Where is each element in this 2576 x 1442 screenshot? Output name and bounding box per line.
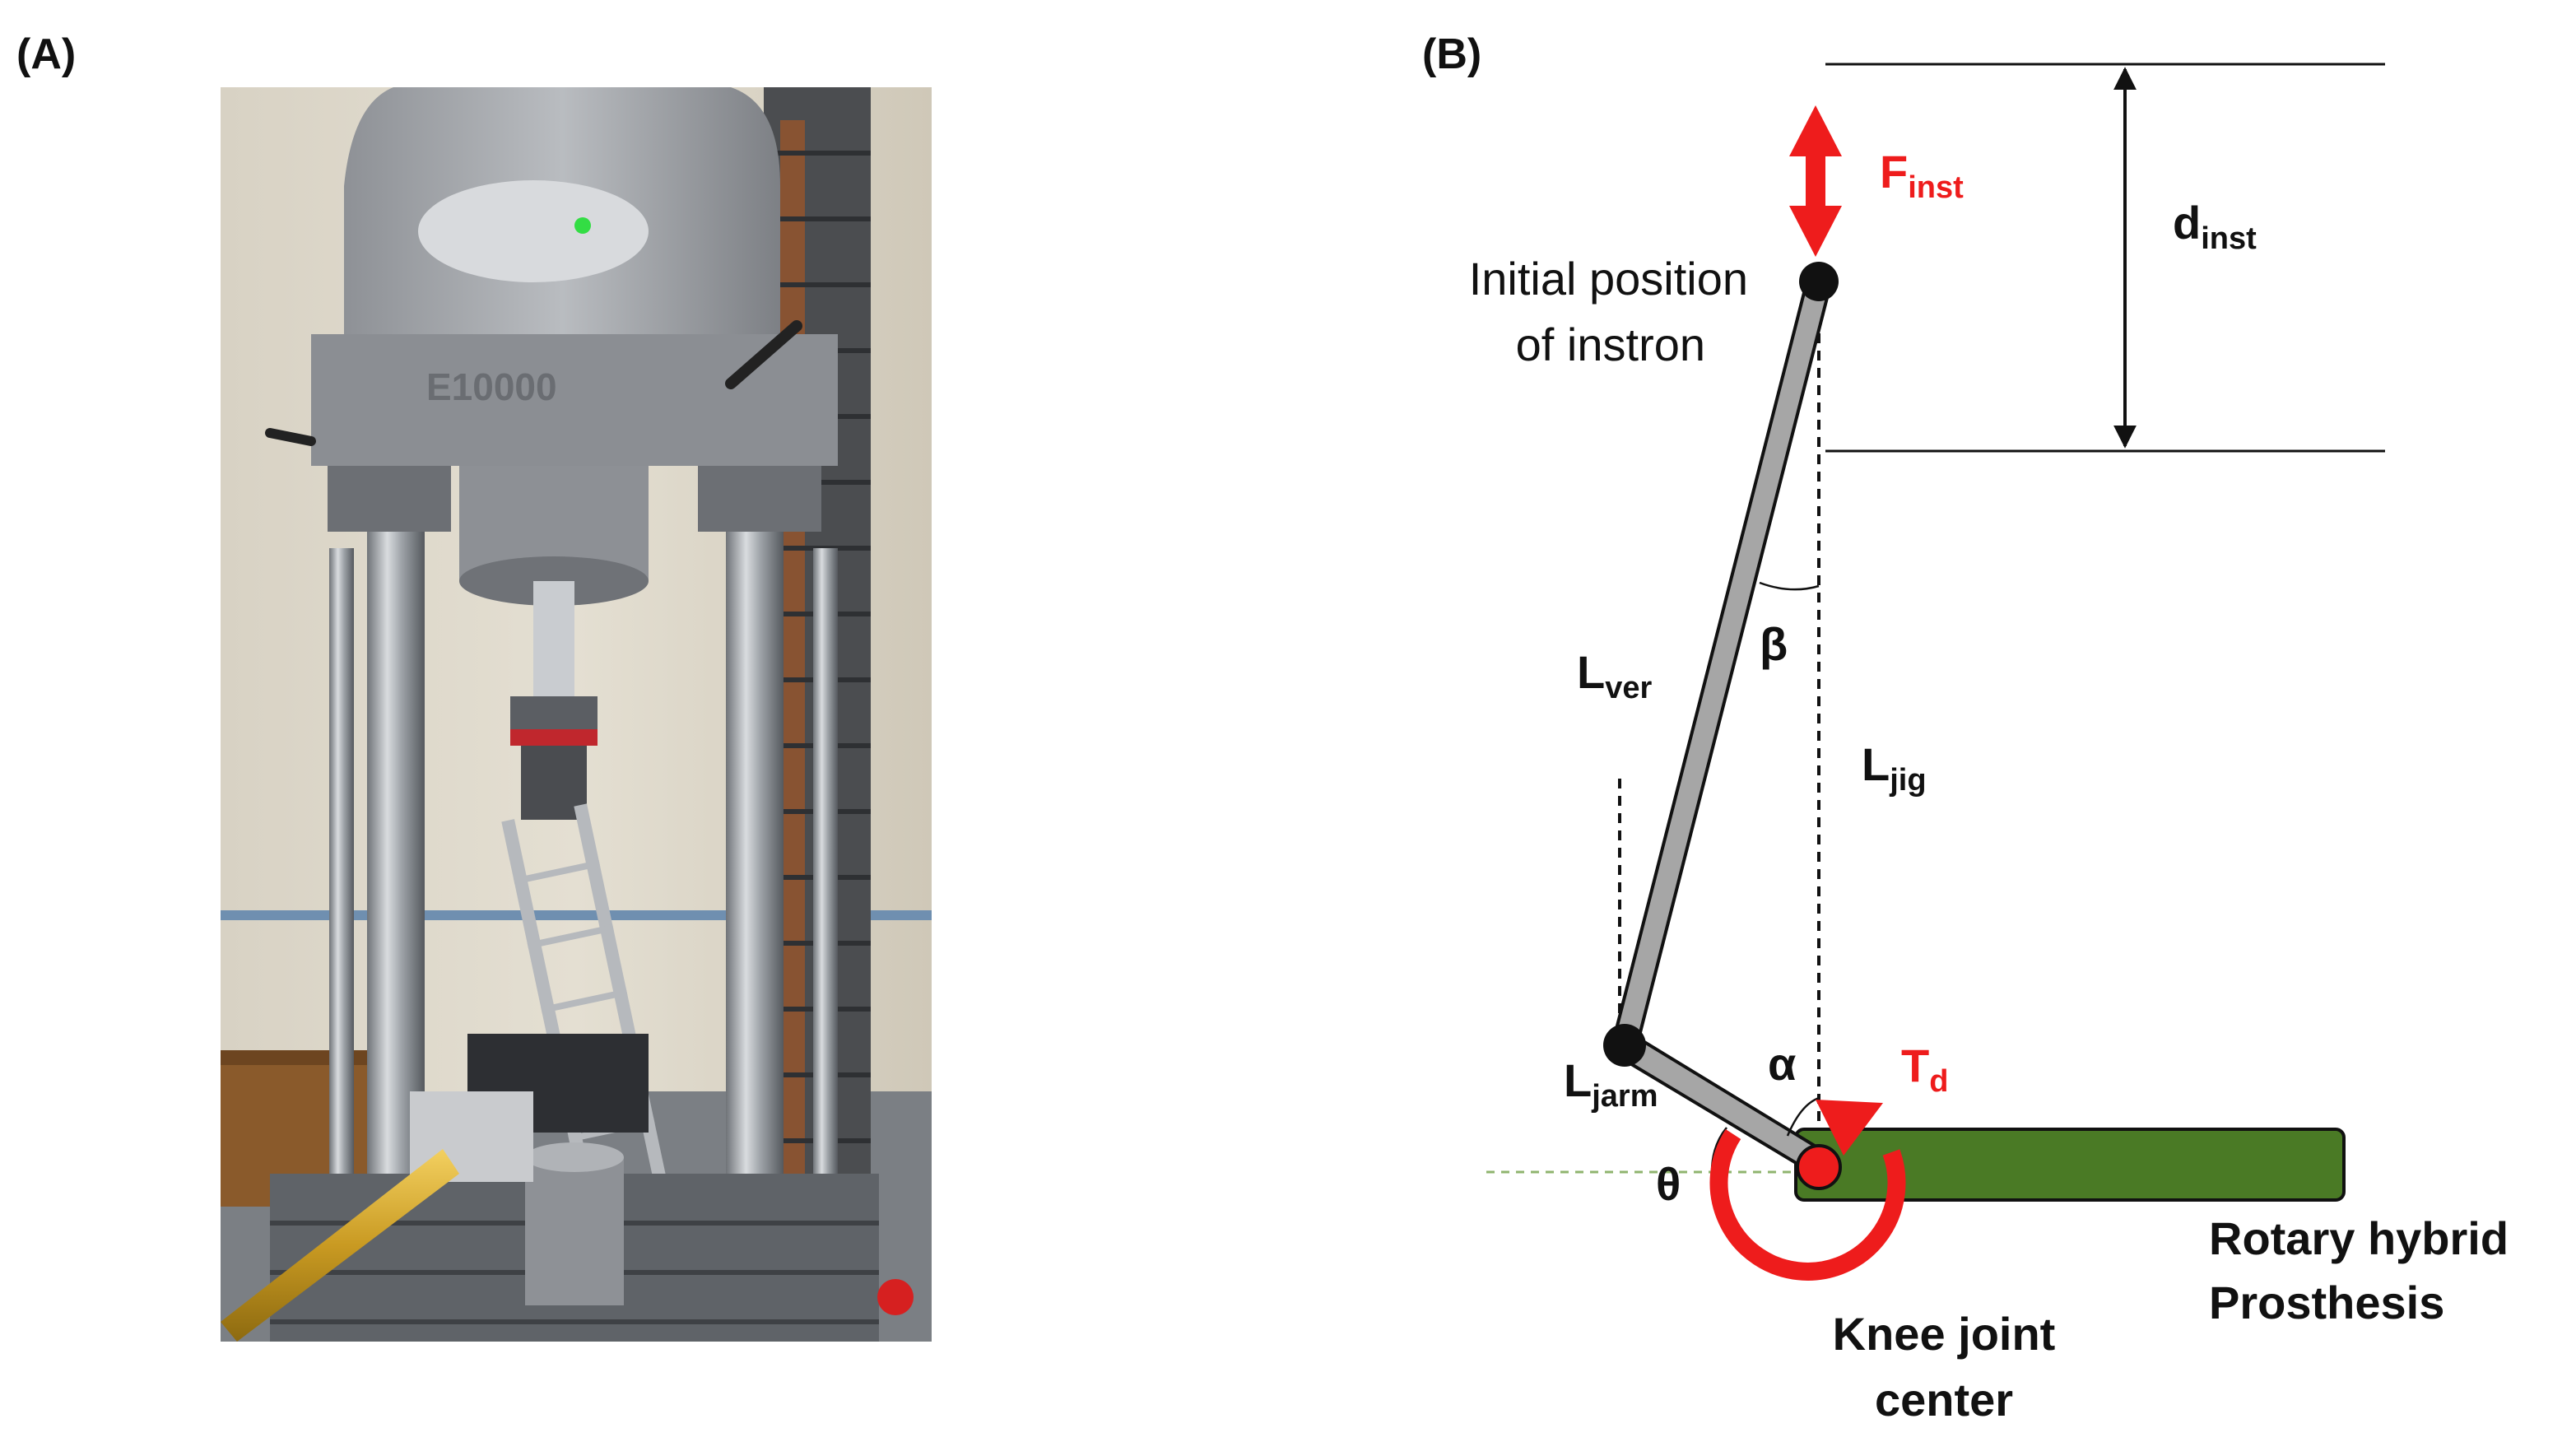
displacement-label: dinst — [2173, 197, 2257, 256]
displacement-label-sub: inst — [2201, 221, 2257, 256]
panel-b-label: (B) — [1422, 30, 1482, 78]
knee-center-label-line2: center — [1875, 1374, 2013, 1426]
lver-label-main: L — [1577, 646, 1605, 698]
torque-label: Td — [1901, 1040, 1948, 1099]
ljarm-label: Ljarm — [1564, 1054, 1658, 1114]
force-label: Finst — [1880, 146, 1964, 205]
prosthesis-label-line1: Rotary hybrid — [2209, 1212, 2509, 1264]
force-label-sub: inst — [1908, 170, 1964, 205]
force-arrow — [1789, 105, 1842, 257]
torque-label-sub: d — [1929, 1064, 1948, 1099]
theta-label: θ — [1656, 1158, 1681, 1210]
ljarm-label-sub: jarm — [1591, 1079, 1658, 1114]
ljarm-label-main: L — [1564, 1054, 1592, 1106]
lver-label-sub: ver — [1605, 671, 1652, 705]
prosthesis-bar — [1794, 1128, 2346, 1202]
displacement-label-main: d — [2173, 197, 2201, 249]
knee-center-label-line1: Knee joint — [1833, 1308, 2056, 1360]
torque-arrowhead — [1816, 1100, 1883, 1156]
beta-label: β — [1760, 618, 1788, 670]
beta-angle-arc — [1759, 581, 1820, 591]
knee-joint-center — [1796, 1144, 1842, 1190]
machine-model-label: E10000 — [426, 365, 557, 408]
force-label-main: F — [1880, 146, 1908, 198]
prosthesis-label-line2: Prosthesis — [2209, 1277, 2444, 1328]
panel-a-label: (A) — [16, 30, 77, 78]
initial-position-label-line1: Initial position — [1469, 253, 1748, 305]
vertical-rod — [1611, 277, 1833, 1051]
torque-arrow — [1709, 1129, 1906, 1281]
alpha-angle-arc — [1786, 1096, 1820, 1137]
arm-joint — [1603, 1024, 1646, 1067]
ljig-label: Ljig — [1862, 738, 1927, 798]
ljig-label-main: L — [1862, 738, 1890, 790]
ljig-label-sub: jig — [1889, 763, 1926, 798]
instron-joint — [1799, 262, 1839, 301]
instron-test-machine-photo: E10000 — [221, 87, 932, 1342]
lver-label: Lver — [1577, 646, 1652, 705]
alpha-label: α — [1768, 1038, 1796, 1090]
torque-label-main: T — [1901, 1040, 1929, 1091]
initial-position-label-line2: of instron — [1516, 319, 1705, 370]
